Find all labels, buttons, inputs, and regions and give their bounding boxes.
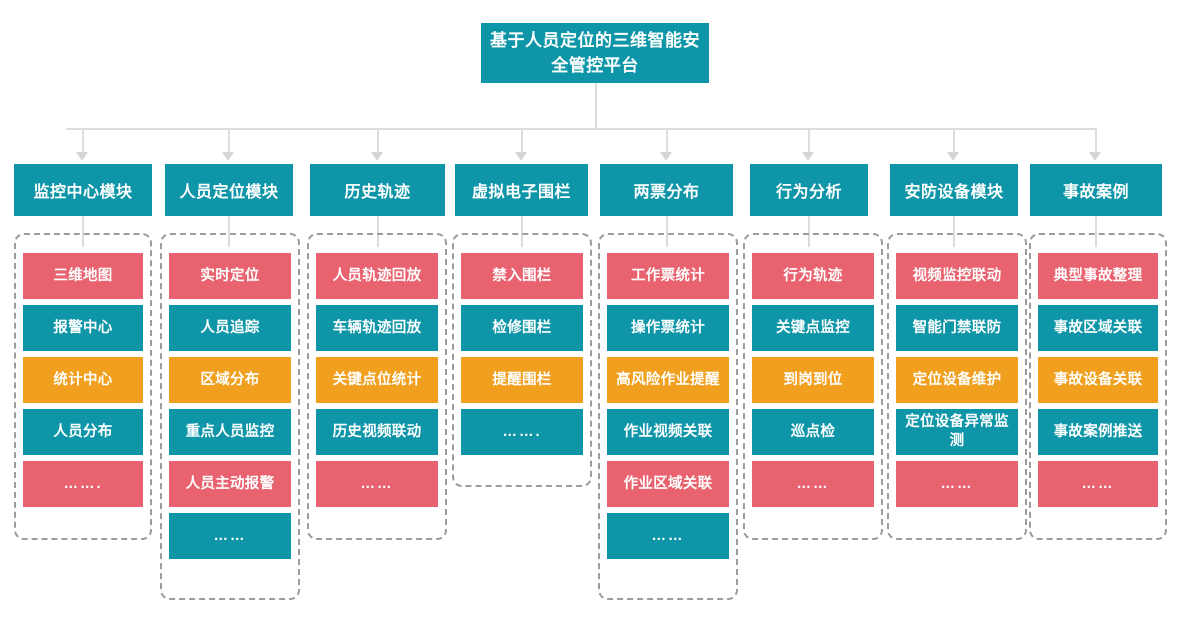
- module-2-item-5[interactable]: 人员主动报警: [169, 461, 291, 507]
- branch-arrow-icon-8: [1089, 152, 1101, 161]
- module-group-5: [598, 233, 738, 600]
- module-header-2[interactable]: 人员定位模块: [165, 164, 293, 216]
- branch-drop-connector-1: [82, 128, 84, 154]
- branch-arrow-icon-1: [76, 152, 88, 161]
- branch-drop-connector-2: [228, 128, 230, 154]
- module-1-item-4[interactable]: 人员分布: [23, 409, 143, 455]
- module-7-item-5[interactable]: ……: [896, 461, 1018, 507]
- branch-drop-connector-5: [665, 128, 668, 154]
- module-header-3[interactable]: 历史轨迹: [310, 164, 445, 216]
- module-stem-connector-4: [520, 216, 523, 247]
- module-8-item-4[interactable]: 事故案例推送: [1038, 409, 1158, 455]
- branch-drop-connector-3: [376, 128, 379, 154]
- module-2-item-2[interactable]: 人员追踪: [169, 305, 291, 351]
- module-header-8[interactable]: 事故案例: [1030, 164, 1162, 216]
- module-6-item-3[interactable]: 到岗到位: [752, 357, 874, 403]
- branch-drop-connector-7: [953, 128, 955, 154]
- module-5-item-3[interactable]: 高风险作业提醒: [607, 357, 729, 403]
- module-group-3: [307, 233, 447, 540]
- module-stem-connector-5: [665, 216, 668, 247]
- module-group-7: [887, 233, 1027, 540]
- module-8-item-2[interactable]: 事故区域关联: [1038, 305, 1158, 351]
- module-1-item-3[interactable]: 统计中心: [23, 357, 143, 403]
- module-5-item-5[interactable]: 作业区域关联: [607, 461, 729, 507]
- root-stem-connector: [595, 83, 597, 128]
- module-3-item-4[interactable]: 历史视频联动: [316, 409, 438, 455]
- module-5-item-6[interactable]: ……: [607, 513, 729, 559]
- branch-drop-connector-4: [520, 128, 523, 154]
- module-3-item-2[interactable]: 车辆轨迹回放: [316, 305, 438, 351]
- module-group-1: [14, 233, 152, 540]
- module-stem-connector-7: [953, 216, 955, 247]
- module-group-8: [1029, 233, 1167, 540]
- module-7-item-3[interactable]: 定位设备维护: [896, 357, 1018, 403]
- module-6-item-1[interactable]: 行为轨迹: [752, 253, 874, 299]
- module-stem-connector-2: [228, 216, 230, 247]
- module-1-item-5[interactable]: …….: [23, 461, 143, 507]
- module-5-item-4[interactable]: 作业视频关联: [607, 409, 729, 455]
- module-4-item-3[interactable]: 提醒围栏: [461, 357, 583, 403]
- branch-arrow-icon-2: [222, 152, 234, 161]
- module-4-item-4[interactable]: …….: [461, 409, 583, 455]
- module-header-4[interactable]: 虚拟电子围栏: [455, 164, 588, 216]
- module-7-item-4[interactable]: 定位设备异常监测: [896, 409, 1018, 455]
- module-group-4: [452, 233, 592, 487]
- branch-drop-connector-8: [1095, 128, 1097, 154]
- module-2-item-3[interactable]: 区域分布: [169, 357, 291, 403]
- module-header-1[interactable]: 监控中心模块: [14, 164, 152, 216]
- module-header-6[interactable]: 行为分析: [750, 164, 868, 216]
- module-5-item-2[interactable]: 操作票统计: [607, 305, 729, 351]
- module-7-item-1[interactable]: 视频监控联动: [896, 253, 1018, 299]
- module-group-6: [743, 233, 883, 540]
- module-5-item-1[interactable]: 工作票统计: [607, 253, 729, 299]
- root-title-box: 基于人员定位的三维智能安全管控平台: [481, 23, 709, 83]
- module-3-item-3[interactable]: 关键点位统计: [316, 357, 438, 403]
- module-4-item-1[interactable]: 禁入围栏: [461, 253, 583, 299]
- branch-drop-connector-6: [808, 128, 810, 154]
- module-2-item-1[interactable]: 实时定位: [169, 253, 291, 299]
- module-6-item-2[interactable]: 关键点监控: [752, 305, 874, 351]
- module-1-item-1[interactable]: 三维地图: [23, 253, 143, 299]
- module-header-5[interactable]: 两票分布: [600, 164, 733, 216]
- module-3-item-5[interactable]: ……: [316, 461, 438, 507]
- branch-arrow-icon-5: [659, 152, 672, 161]
- module-2-item-4[interactable]: 重点人员监控: [169, 409, 291, 455]
- horizontal-bus-connector: [66, 128, 1097, 130]
- branch-arrow-icon-6: [802, 152, 814, 161]
- module-2-item-6[interactable]: ……: [169, 513, 291, 559]
- module-1-item-2[interactable]: 报警中心: [23, 305, 143, 351]
- module-stem-connector-6: [808, 216, 810, 247]
- module-8-item-3[interactable]: 事故设备关联: [1038, 357, 1158, 403]
- module-8-item-1[interactable]: 典型事故整理: [1038, 253, 1158, 299]
- module-6-item-5[interactable]: ……: [752, 461, 874, 507]
- module-stem-connector-8: [1095, 216, 1097, 247]
- branch-arrow-icon-7: [947, 152, 959, 161]
- module-stem-connector-3: [376, 216, 379, 247]
- module-group-2: [160, 233, 300, 600]
- module-stem-connector-1: [82, 216, 84, 247]
- module-4-item-2[interactable]: 检修围栏: [461, 305, 583, 351]
- module-header-7[interactable]: 安防设备模块: [890, 164, 1018, 216]
- module-6-item-4[interactable]: 巡点检: [752, 409, 874, 455]
- branch-arrow-icon-4: [514, 152, 527, 161]
- module-8-item-5[interactable]: ……: [1038, 461, 1158, 507]
- module-3-item-1[interactable]: 人员轨迹回放: [316, 253, 438, 299]
- branch-arrow-icon-3: [370, 152, 383, 161]
- module-7-item-2[interactable]: 智能门禁联防: [896, 305, 1018, 351]
